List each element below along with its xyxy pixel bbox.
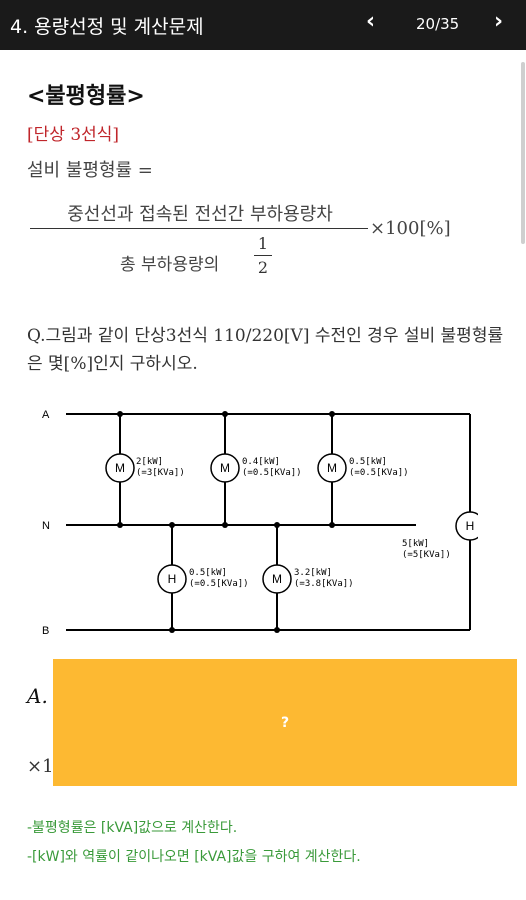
- load-3-power: 0.5[kW]: [349, 457, 387, 467]
- formula-multiplier: ×100[%]: [370, 218, 451, 239]
- scrollbar[interactable]: [521, 62, 525, 244]
- load-3-kva: (=0.5[KVa]): [349, 468, 409, 478]
- formula-label: 설비 불평형률 =: [27, 160, 153, 181]
- answer-partial: ×1: [27, 756, 54, 777]
- load-6-symbol: H: [466, 519, 475, 533]
- note-1: -불평형률은 [kVA]값으로 계산한다.: [27, 820, 238, 836]
- note-2: -[kW]와 역률이 같이나오면 [kVA]값을 구하여 계산한다.: [27, 849, 361, 865]
- formula-denominator: 총 부하용량의: [120, 255, 220, 275]
- load-6-power: 5[kW]: [402, 539, 429, 549]
- load-2-power: 0.4[kW]: [242, 457, 280, 467]
- half-fraction: 1 2: [254, 234, 272, 277]
- load-5-power: 3.2[kW]: [294, 568, 332, 578]
- load-4-kva: (=0.5[KVa]): [189, 579, 249, 589]
- answer-prefix: A.: [27, 684, 48, 708]
- fraction-line: [30, 228, 368, 229]
- top-bar: 4. 용량선정 및 계산문제 ‹ 20/35 ›: [0, 0, 526, 50]
- chevron-left-icon[interactable]: ‹: [366, 9, 376, 34]
- load-1-kva: (=3[KVa]): [136, 468, 185, 478]
- page-title: 4. 용량선정 및 계산문제: [10, 16, 204, 38]
- load-2-kva: (=0.5[KVa]): [242, 468, 302, 478]
- load-2-symbol: M: [220, 461, 230, 475]
- load-6-kva: (=5[KVa]): [402, 550, 451, 560]
- formula-numerator: 중선선과 접속된 전선간 부하용량차: [67, 204, 333, 225]
- load-4-symbol: H: [168, 572, 177, 586]
- bus-label-n: N: [42, 520, 50, 532]
- load-4-power: 0.5[kW]: [189, 568, 227, 578]
- reveal-label: ?: [280, 714, 290, 731]
- load-1-power: 2[kW]: [136, 457, 163, 467]
- bus-label-a: A: [42, 409, 50, 421]
- load-5-kva: (=3.8[KVa]): [294, 579, 354, 589]
- half-numerator: 1: [257, 234, 269, 253]
- type-label: [단상 3선식]: [27, 125, 120, 145]
- question-text: Q.그림과 같이 단상3선식 110/220[V] 수전인 경우 설비 불평형률…: [27, 326, 504, 374]
- page-indicator: 20/35: [416, 15, 460, 33]
- half-denominator: 2: [257, 258, 269, 277]
- chevron-right-icon[interactable]: ›: [494, 9, 504, 34]
- load-5-symbol: M: [272, 572, 282, 586]
- circuit-diagram: A N B M M M H M H 2[kW] (=3[KVa]) 0.4[kW…: [42, 409, 478, 637]
- load-3-symbol: M: [327, 461, 337, 475]
- section-heading: <불평형률>: [27, 84, 145, 109]
- answer-reveal-button[interactable]: ?: [53, 659, 517, 786]
- bus-label-b: B: [42, 625, 49, 637]
- load-1-symbol: M: [115, 461, 125, 475]
